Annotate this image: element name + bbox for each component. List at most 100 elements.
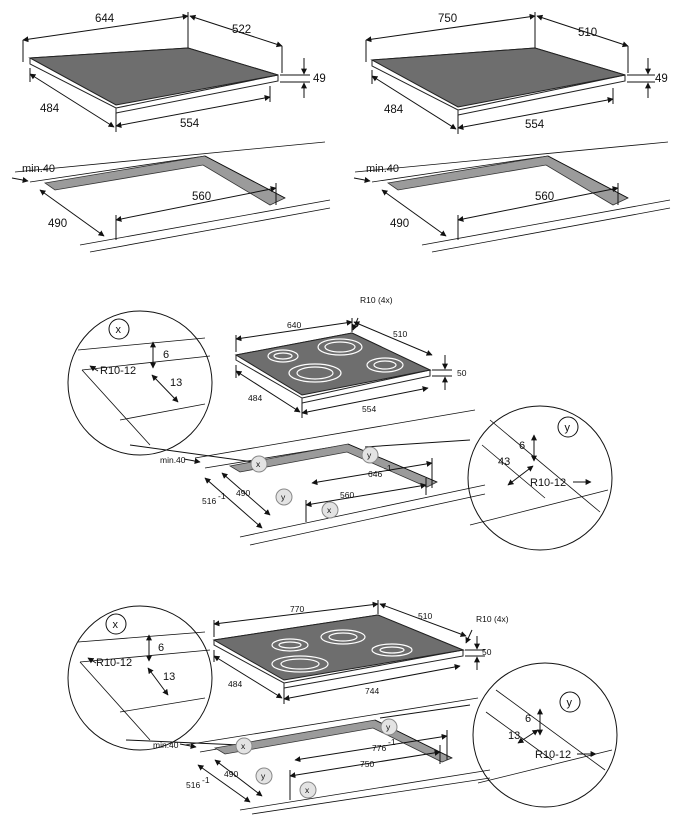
tolerance-superscript: -1 [384,463,392,473]
marker-letter: y [567,697,573,709]
dim-radius: R10-12 [535,749,571,761]
dim-width: 640 [287,320,301,330]
detail-y-middle: 6 43 R10-12 y [467,405,613,551]
cutout-drawing-bottom: min.40 490 516 -1 750 776 -1 x y y x [125,697,491,815]
cutout-drawing-top-right: min.40 490 560 [353,141,671,253]
dim-radius: R10-12 [96,657,132,669]
dim-depth-bottom: 484 [384,104,404,116]
marker-x-badge [321,501,339,519]
dim-min-clearance: min.40 [22,163,55,175]
dim-height: 49 [655,73,668,85]
dim-cutout-depth: 490 [236,488,250,498]
hob-glass-surface [28,47,279,106]
dim-min-clearance: min.40 [153,740,179,750]
dim-a: 6 [519,440,525,452]
dim-cutout-width: 560 [340,490,354,500]
dim-depth: 510 [418,611,432,621]
dim-cutout-width: 560 [535,191,554,203]
marker-y-badge [380,718,398,736]
cooking-zone [271,638,309,652]
dim-b: 13 [170,377,182,389]
marker-letter: y [565,422,571,434]
dim-depth-bottom: 484 [248,393,262,403]
dim-line-depth [189,14,283,48]
dim-radius: R10-12 [530,477,566,489]
detail-x-bottom: 6 13 R10-12 x [67,605,213,751]
hob-glass-surface [212,614,465,681]
dim-cutout-width: 750 [360,759,374,769]
dim-min-clearance: min.40 [366,163,399,175]
marker-letter: y [367,450,372,460]
dim-corner-radius: R10 (4x) [360,295,393,305]
dim-width-bottom: 554 [525,119,545,131]
dim-width: 770 [290,604,304,614]
dim-height: 50 [457,368,467,378]
detail-marker-y [559,691,581,713]
dim-cutout-depth-tolerance: 516 [186,780,200,790]
marker-letter: y [261,771,266,781]
dim-cutout-depth: 490 [390,218,409,230]
marker-y-badge [255,767,273,785]
marker-letter: y [386,722,391,732]
dim-cutout-depth: 490 [224,769,238,779]
dim-width-bottom: 554 [180,118,200,130]
dim-width-bottom: 744 [365,686,379,696]
marker-x-badge [299,781,317,799]
marker-letter: x [305,785,310,795]
dim-depth-bottom: 484 [40,103,60,115]
hob-drawing-middle: 640 510 R10 (4x) 50 484 554 [234,295,467,418]
marker-y-badge [361,446,379,464]
dim-corner-radius: R10 (4x) [476,614,509,624]
dim-b: 13 [163,671,175,683]
detail-marker-x [105,613,127,635]
dim-cutout-depth: 490 [48,218,67,230]
marker-letter: x [241,741,246,751]
dim-height: 49 [313,73,326,85]
dim-cutout-width: 560 [192,191,211,203]
marker-letter: x [116,324,122,336]
dim-a: 6 [158,642,164,654]
hob-drawing-top-right: 750 510 49 484 554 [365,12,668,134]
dim-depth: 522 [232,24,251,36]
detail-marker-x [108,318,130,340]
dim-line-width [22,13,189,43]
cooking-zone [366,357,404,373]
marker-y-badge [275,488,293,506]
detail-y-bottom: 6 13 R10-12 y [472,662,618,808]
cooking-zone [267,349,299,363]
dim-height: 50 [482,647,492,657]
detail-marker-y [557,416,579,438]
dim-cutout-width-tolerance: 776 [372,743,386,753]
cooking-zone [371,643,413,657]
marker-letter: x [113,619,119,631]
cutout-drawing-top-left: min.40 490 560 [11,141,331,253]
detail-x-middle: 6 13 R10-12 x [67,310,213,456]
dim-b: 13 [508,730,520,742]
dim-width: 750 [438,13,457,25]
tolerance-superscript: -1 [202,775,210,785]
marker-letter: x [327,505,332,515]
dim-depth-bottom: 484 [228,679,242,689]
dim-depth: 510 [578,27,597,39]
marker-letter: x [256,459,261,469]
hob-drawing-top-left: 644 522 49 484 554 [22,12,326,132]
tolerance-superscript: -1 [388,737,396,747]
marker-x-badge [235,737,253,755]
dim-radius: R10-12 [100,365,136,377]
dim-a: 6 [163,349,169,361]
dim-depth: 510 [393,329,407,339]
dim-cutout-depth-tolerance: 516 [202,496,216,506]
hob-glass-surface [370,47,626,108]
dim-b: 43 [498,456,510,468]
tolerance-superscript: -1 [218,491,226,501]
dim-width: 644 [95,13,115,25]
dim-cutout-width-tolerance: 646 [368,469,382,479]
dim-width-bottom: 554 [362,404,376,414]
hob-drawing-bottom: 770 510 R10 (4x) 50 484 744 [212,600,509,704]
cutout-drawing-middle: min.40 490 516 -1 560 646 -1 x y y x [129,409,486,546]
marker-x-badge [250,455,268,473]
marker-letter: y [281,492,286,502]
dim-min-clearance: min.40 [160,455,186,465]
dim-a: 6 [525,713,531,725]
